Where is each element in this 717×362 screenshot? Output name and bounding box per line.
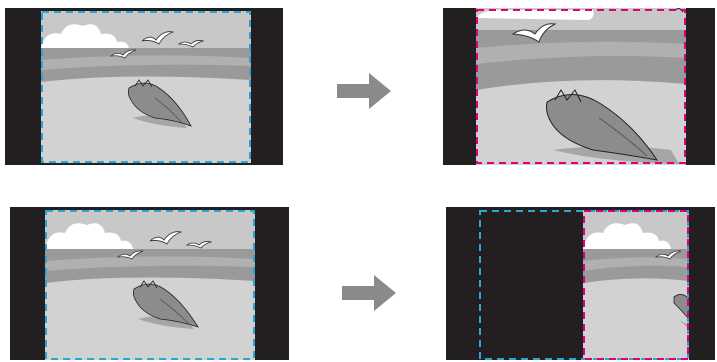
beach-scene-icon	[5, 8, 283, 165]
beach-scene-zoomed-icon	[443, 8, 715, 165]
original-image-panel-top	[5, 8, 283, 165]
right-arrow-icon	[337, 73, 393, 109]
right-arrow-icon	[342, 275, 398, 311]
beach-scene-icon	[10, 207, 289, 360]
beach-scene-shifted-icon	[446, 207, 715, 360]
right-arrow-icon-top	[337, 73, 393, 109]
right-arrow-icon-bottom	[342, 275, 398, 311]
zoomed-image-panel-top	[443, 8, 715, 165]
original-image-panel-bottom	[10, 207, 289, 360]
shifted-image-panel-bottom	[446, 207, 715, 360]
